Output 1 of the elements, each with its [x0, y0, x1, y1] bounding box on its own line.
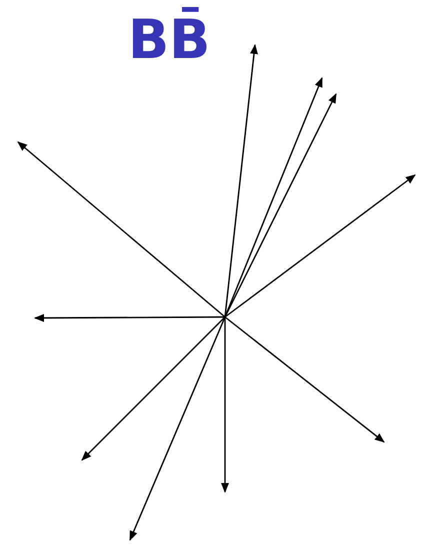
symbol-label: BB̄ [128, 8, 210, 73]
